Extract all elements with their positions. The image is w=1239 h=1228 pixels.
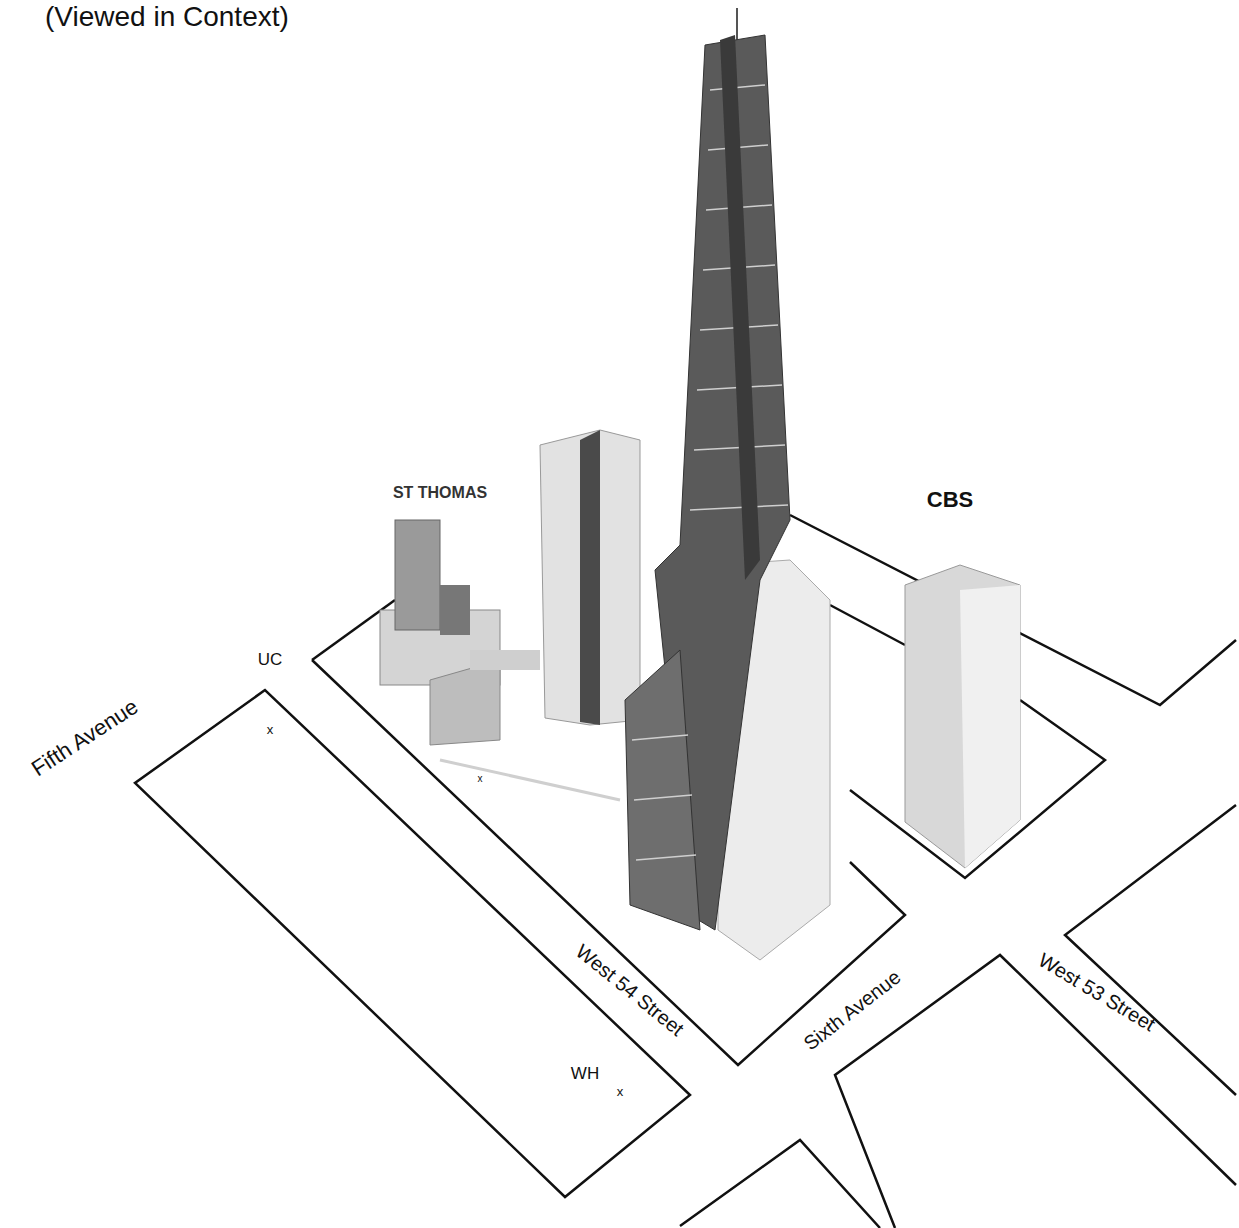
street-name: Sixth Avenue (799, 966, 904, 1055)
site-marker: x (617, 1085, 624, 1099)
plaza-edge (440, 760, 620, 800)
supertall-tower (625, 8, 830, 960)
site-label: UC (258, 651, 283, 670)
street-name: Fifth Avenue (27, 695, 142, 782)
block-outline (135, 690, 690, 1197)
building-label: ST THOMAS (393, 484, 487, 502)
cbs-building (905, 565, 1020, 868)
slab-tower (540, 430, 640, 725)
building-label: CBS (927, 488, 973, 512)
site-marker: x (267, 723, 274, 737)
block-outline (830, 605, 905, 645)
street-name: West 54 Street (572, 940, 688, 1040)
st-thomas-massing (380, 520, 540, 745)
site-marker: x (478, 773, 483, 784)
block-outline (835, 955, 1236, 1228)
diagram-title: (Viewed in Context) (45, 2, 289, 33)
site-label: WH (571, 1065, 599, 1084)
street-name: West 53 Street (1035, 949, 1159, 1036)
block-outline (680, 1140, 880, 1228)
block-outline (1065, 805, 1236, 1095)
